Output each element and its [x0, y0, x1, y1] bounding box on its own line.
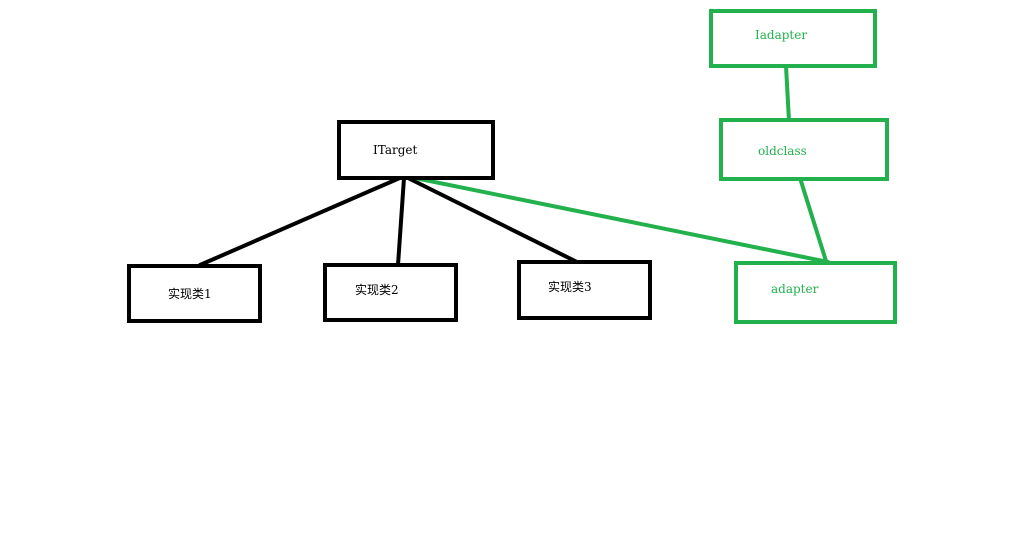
- edge-oldclass-adapter: [798, 176, 828, 263]
- node-iadapter-box: [709, 9, 877, 68]
- node-adapter: adapter: [734, 261, 897, 324]
- node-impl3: 实现类3: [517, 260, 652, 320]
- node-impl2-box: [323, 263, 458, 322]
- node-impl2-label: 实现类2: [355, 282, 399, 297]
- black-connectors: [198, 175, 581, 267]
- node-impl3-label: 实现类3: [548, 279, 592, 294]
- node-oldclass: oldclass: [719, 118, 889, 181]
- green-connectors: [403, 64, 830, 264]
- node-itarget-box: [337, 120, 495, 180]
- edge-itarget-impl3: [404, 175, 581, 265]
- node-iadapter-label: Iadapter: [755, 28, 807, 42]
- node-impl1-box: [127, 264, 262, 323]
- node-iadapter: Iadapter: [709, 9, 877, 68]
- node-impl1: 实现类1: [127, 264, 262, 323]
- edge-itarget-impl2: [396, 176, 406, 267]
- node-impl2: 实现类2: [323, 263, 458, 322]
- node-impl3-box: [517, 260, 652, 320]
- edge-itarget-adapter: [403, 174, 830, 264]
- node-impl1-label: 实现类1: [168, 286, 212, 301]
- node-adapter-box: [734, 261, 897, 324]
- edge-iadapter-oldclass: [784, 64, 791, 123]
- node-itarget: ITarget: [337, 120, 495, 180]
- node-oldclass-label: oldclass: [758, 144, 807, 158]
- node-oldclass-box: [719, 118, 889, 181]
- node-itarget-label: ITarget: [373, 143, 417, 157]
- node-adapter-label: adapter: [771, 282, 819, 296]
- edge-itarget-impl1: [198, 175, 404, 267]
